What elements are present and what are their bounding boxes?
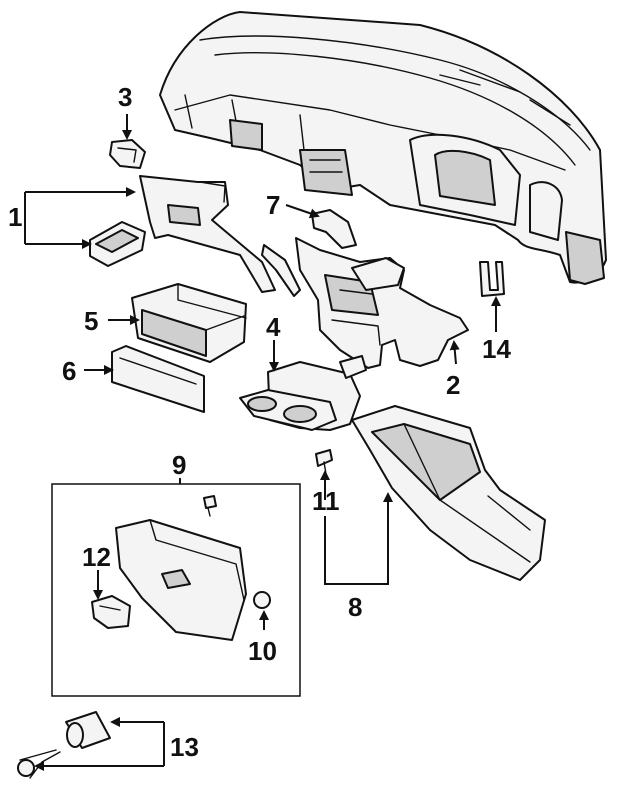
part-14-clip	[479, 261, 505, 297]
callout-11: 11	[312, 486, 340, 516]
callout-2: 2	[446, 370, 460, 400]
part-4-cup-holder	[239, 355, 367, 431]
callout-13: 13	[170, 732, 199, 762]
leader-lines	[24, 114, 501, 766]
part-7-bracket	[311, 209, 357, 249]
part-8-glove-box-door	[351, 405, 546, 581]
part-1-pocket	[89, 221, 146, 267]
callout-12: 12	[82, 542, 111, 572]
part-12-latch	[91, 595, 131, 629]
callout-4: 4	[266, 312, 281, 342]
part-5-pocket-housing	[131, 283, 247, 363]
callout-10: 10	[248, 636, 277, 666]
part-6-faceplate	[111, 345, 205, 413]
part-2-center-console	[295, 237, 469, 369]
callout-5: 5	[84, 306, 98, 336]
part-9-screw	[203, 495, 217, 517]
callout-14: 14	[482, 334, 511, 364]
part-9-assembly-box	[51, 483, 301, 697]
part-9-glove-box	[115, 519, 247, 641]
callout-9: 9	[172, 450, 186, 480]
part-3-bracket	[109, 139, 146, 169]
callout-8: 8	[348, 592, 362, 622]
part-1-lower-trim-panel	[139, 175, 301, 297]
part-11-screw	[315, 449, 333, 475]
callout-7: 7	[266, 190, 280, 220]
callout-6: 6	[62, 356, 76, 386]
callout-1: 1	[8, 202, 22, 232]
part-10-cylinder	[253, 591, 271, 609]
part-13-lock-and-key	[17, 711, 111, 779]
instrument-panel	[159, 11, 607, 285]
callout-3: 3	[118, 82, 132, 112]
